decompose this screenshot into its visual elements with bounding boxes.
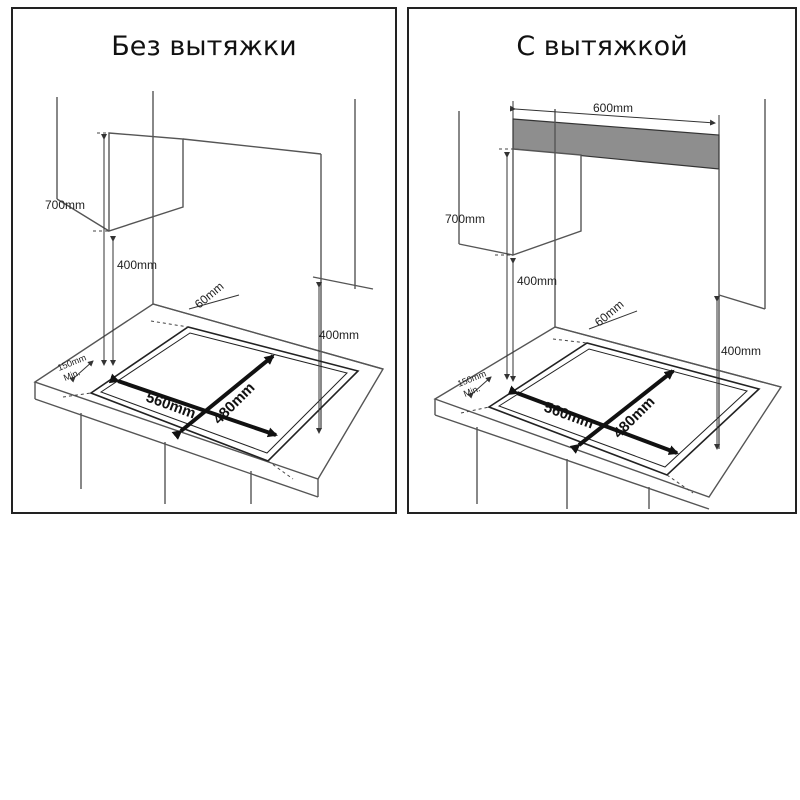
- thin-dimension-lines: [467, 101, 720, 450]
- bold-dimension-arrows: [108, 354, 278, 440]
- side-clearance-label: 400mm: [721, 344, 761, 358]
- installation-drawing: 600mm 700mm 400mm 400mm 60mm 150mm Min. …: [433, 99, 783, 510]
- cabinet-clearance-label: 400mm: [517, 274, 557, 288]
- installation-drawing: 700mm 400mm 400mm 60mm 150mm Min. 560mm …: [33, 91, 385, 504]
- rear-gap-label: 60mm: [192, 279, 227, 311]
- rear-gap-label: 60mm: [592, 297, 627, 329]
- cabinet-clearance-label: 400mm: [117, 258, 157, 272]
- diagram-without-hood: Без вытяжки: [11, 7, 397, 514]
- bold-dimension-arrows: [507, 369, 679, 455]
- panel-title: Без вытяжки: [111, 31, 297, 62]
- hood-width-label: 600mm: [593, 101, 633, 115]
- panel-title: С вытяжкой: [516, 31, 688, 62]
- side-clearance-label: 400mm: [319, 328, 359, 342]
- diagram-with-hood: С вытяжкой: [407, 7, 797, 514]
- thin-dimension-lines: [69, 134, 322, 434]
- cutout-width-label: 560mm: [542, 399, 596, 433]
- cabinet-height-label: 700mm: [445, 212, 485, 226]
- cabinet-height-label: 700mm: [45, 198, 85, 212]
